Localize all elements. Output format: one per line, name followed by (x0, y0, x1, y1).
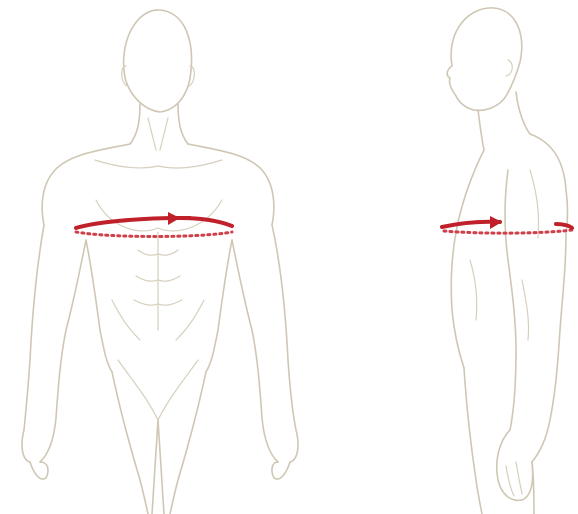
front-inner-legs (152, 420, 164, 514)
side-tape-back-dotted (444, 230, 572, 233)
front-figure (22, 10, 298, 514)
front-hand-left (30, 462, 48, 479)
side-hand (497, 430, 533, 500)
front-head (124, 10, 192, 112)
front-hand-right (272, 462, 290, 479)
front-groin (118, 360, 198, 420)
front-arm-right-outer (272, 225, 298, 462)
side-arm-back (532, 232, 566, 462)
front-hip-right (170, 372, 206, 514)
front-tape-back-dotted (76, 232, 232, 237)
front-arm-left-inner (40, 240, 86, 462)
front-torso-right (206, 240, 232, 372)
side-figure (447, 8, 567, 514)
side-torso-detail (470, 260, 477, 320)
side-chest-tape (442, 216, 572, 233)
side-tape-back-solid (556, 224, 572, 228)
side-arm-muscle (522, 170, 539, 340)
front-shoulder-left (42, 144, 130, 225)
side-fingers (506, 462, 522, 496)
side-neck-back (516, 92, 530, 134)
front-pectorals (96, 200, 222, 231)
front-neck-right (178, 104, 188, 144)
side-arm-front (505, 170, 516, 430)
front-chest-tape (76, 212, 232, 237)
front-neck-muscles (148, 118, 168, 150)
side-shoulder (530, 134, 568, 232)
side-ear (506, 60, 512, 76)
side-leg-back (532, 462, 534, 514)
front-clavicles (95, 160, 222, 168)
side-hip-front (464, 368, 482, 514)
front-shoulder-right (188, 144, 274, 225)
side-head (447, 8, 522, 110)
side-neck-front (478, 110, 484, 150)
side-tape-arrow (490, 216, 502, 229)
front-arm-left-outer (22, 225, 44, 462)
front-abs (134, 232, 182, 330)
side-chest-front (451, 150, 484, 368)
front-tape-front-solid (76, 218, 232, 228)
front-neck-left (130, 104, 140, 144)
front-arm-right-inner (232, 240, 278, 462)
front-torso-left (86, 240, 112, 372)
